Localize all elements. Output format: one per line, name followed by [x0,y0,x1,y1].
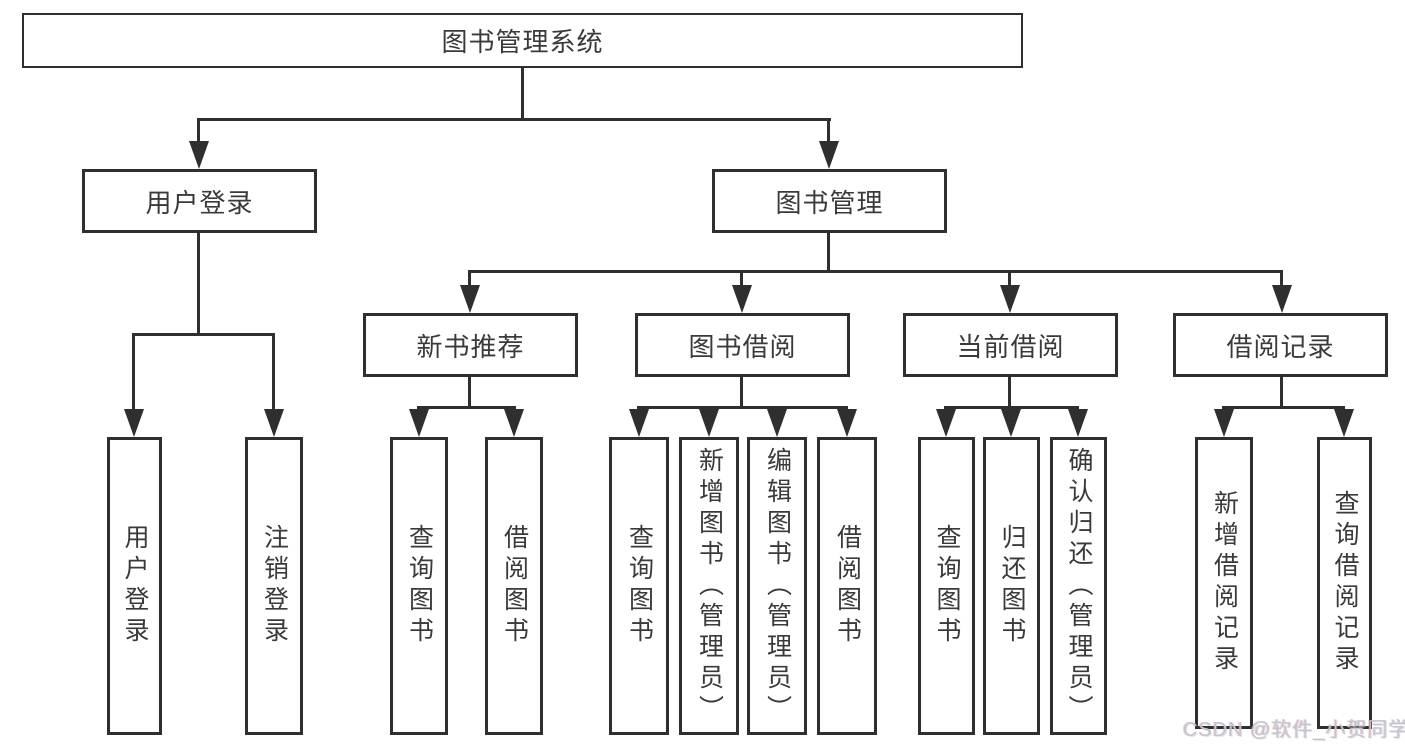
connector-current-stem [1008,377,1011,409]
arrowhead-icon [1000,285,1020,313]
node-current-borrowing-label: 当前借阅 [956,331,1065,362]
arrowhead-icon [504,409,524,437]
leaf-current-return-books: 归还图书 [983,437,1040,735]
arrowhead-icon [124,409,144,437]
connector-borrow-stem [740,377,743,409]
node-user-login: 用户登录 [82,169,317,233]
connector-login-drop-right [272,333,275,412]
arrowhead-icon [1001,409,1021,437]
connector-recommend-stem [468,377,471,409]
connector-login-stem [197,233,200,336]
watermark-text: CSDN @软件_小贺同学 [1183,719,1405,741]
node-borrowing-records: 借阅记录 [1173,313,1388,377]
arrowhead-icon [819,141,839,169]
leaf-recommend-query-books: 查询图书 [390,437,448,735]
connector-mgmt-drop3 [1008,270,1011,289]
node-root-label: 图书管理系统 [441,27,604,57]
arrowhead-icon [767,409,787,437]
node-book-management: 图书管理 [712,169,947,233]
leaf-borrow-borrow-books: 借阅图书 [817,437,877,735]
node-user-login-label: 用户登录 [145,187,254,218]
node-book-management-label: 图书管理 [775,187,884,218]
connector-login-crossbar [132,333,275,336]
connector-mgmt-stem [827,233,830,273]
arrowhead-icon [936,409,956,437]
leaf-logout: 注销登录 [245,437,303,735]
node-root: 图书管理系统 [22,13,1023,68]
arrowhead-icon [409,409,429,437]
leaf-borrow-add-books-admin: 新增图书（管理员） [679,437,739,735]
leaf-records-query-record: 查询借阅记录 [1317,437,1372,729]
arrowhead-icon [699,409,719,437]
node-borrowing-records-label: 借阅记录 [1226,331,1335,362]
connector-root-drop-left [197,118,200,144]
leaf-user-login: 用户登录 [107,437,162,735]
connector-root-drop-right [827,118,830,144]
connector-current-crossbar [944,406,1079,409]
arrowhead-icon [189,141,209,169]
arrowhead-icon [1214,409,1234,437]
node-current-borrowing: 当前借阅 [903,313,1118,377]
leaf-borrow-query-books: 查询图书 [609,437,669,735]
arrowhead-icon [837,409,857,437]
arrowhead-icon [264,409,284,437]
arrowhead-icon [1272,285,1292,313]
arrowhead-icon [460,285,480,313]
leaf-current-query-books: 查询图书 [918,437,975,735]
connector-mgmt-crossbar [468,270,1283,273]
leaf-current-confirm-return-admin: 确认归还（管理员） [1050,437,1107,735]
leaf-records-add-record: 新增借阅记录 [1195,437,1253,729]
arrowhead-icon [629,409,649,437]
connector-login-drop-left [132,333,135,412]
connector-records-crossbar [1222,406,1345,409]
connector-mgmt-drop2 [740,270,743,289]
connector-root-stem [521,67,524,120]
arrowhead-icon [1334,409,1354,437]
connector-records-stem [1280,377,1283,409]
arrowhead-icon [732,285,752,313]
node-book-borrowing: 图书借阅 [635,313,850,377]
leaf-borrow-edit-books-admin: 编辑图书（管理员） [747,437,807,735]
node-book-borrowing-label: 图书借阅 [688,331,797,362]
node-new-book-recommend-label: 新书推荐 [416,331,525,362]
connector-borrow-crossbar [637,406,848,409]
connector-mgmt-drop4 [1280,270,1283,289]
leaf-recommend-borrow-books: 借阅图书 [485,437,543,735]
node-new-book-recommend: 新书推荐 [363,313,578,377]
connector-root-crossbar [197,118,831,121]
connector-recommend-crossbar [417,406,516,409]
connector-mgmt-drop1 [468,270,471,289]
arrowhead-icon [1068,409,1088,437]
